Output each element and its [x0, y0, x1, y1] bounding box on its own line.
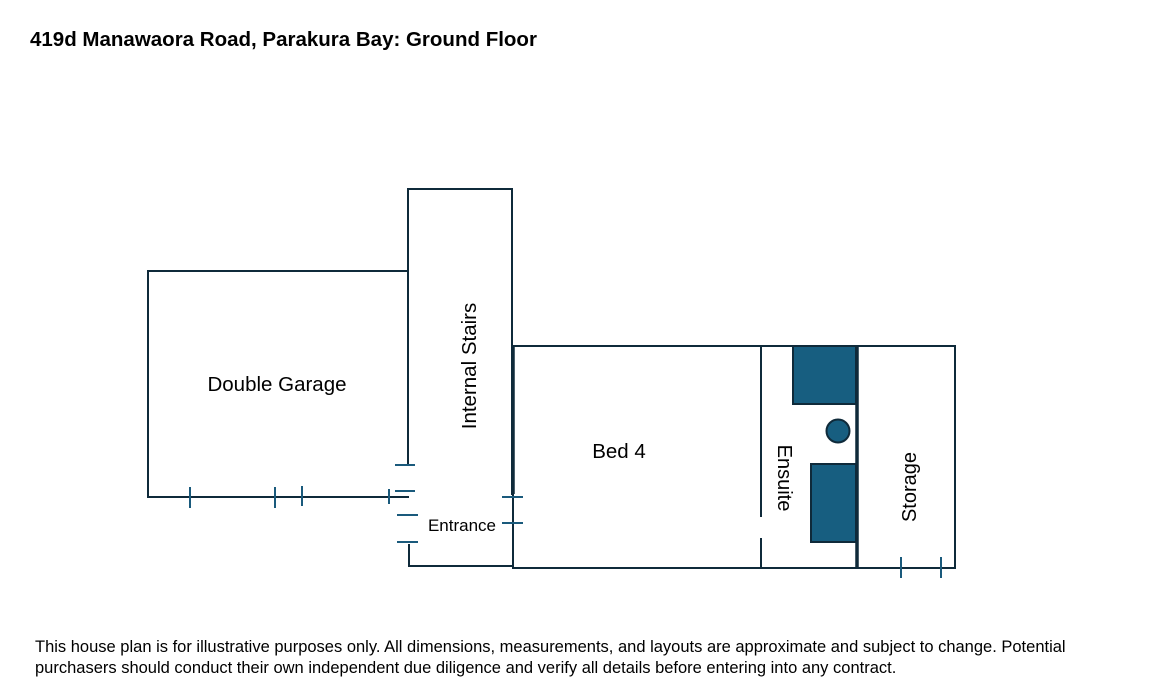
- stairs-walls: [407, 188, 513, 495]
- room-label-internal-stairs: Internal Stairs: [458, 303, 481, 429]
- room-label-ensuite: Ensuite: [773, 445, 795, 512]
- toilet-fixture: [825, 418, 851, 444]
- room-label-double-garage: Double Garage: [207, 373, 346, 396]
- room-label-entrance: Entrance: [428, 516, 496, 535]
- door-marks: [189, 464, 942, 578]
- ensuite-fixtures: [792, 345, 857, 543]
- garage-walls: [147, 270, 409, 498]
- room-label-bed-4: Bed 4: [592, 440, 646, 463]
- shower-fixture: [792, 345, 857, 405]
- floor-plan-title: 419d Manawaora Road, Parakura Bay: Groun…: [30, 28, 537, 51]
- vanity-fixture: [810, 463, 857, 543]
- bed-walls: [512, 345, 956, 569]
- disclaimer-text: This house plan is for illustrative purp…: [35, 638, 1066, 677]
- room-label-storage: Storage: [899, 452, 921, 522]
